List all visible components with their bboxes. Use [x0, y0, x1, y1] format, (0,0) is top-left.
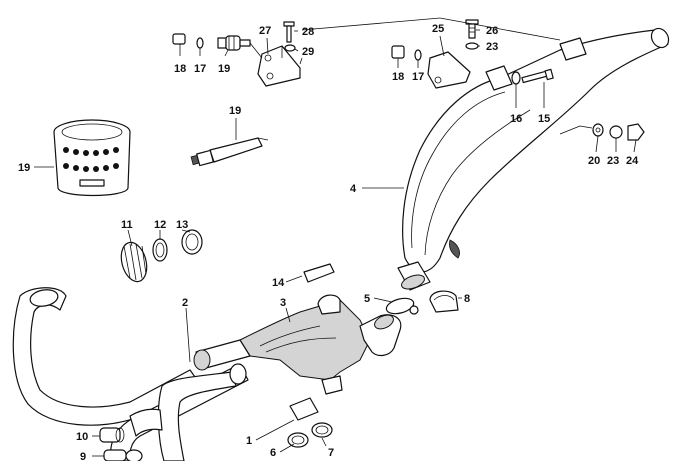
- clamp-8: [429, 290, 459, 313]
- callout-2: 2: [182, 297, 188, 309]
- callout-18a: 18: [174, 63, 186, 75]
- callout-20: 19: [18, 162, 30, 174]
- callout-7: 7: [328, 447, 334, 459]
- callout-labels: 18 17 19 27 28 29 25 26 23 18 17 16 15 2…: [18, 23, 639, 461]
- nut-washer-set: [592, 123, 645, 141]
- bracket-assembly-left: [172, 21, 301, 87]
- callout-28: 28: [302, 26, 314, 38]
- callout-26: 26: [486, 25, 498, 37]
- bolt-15: [521, 68, 554, 84]
- callout-22: 20: [588, 155, 600, 167]
- callout-13: 13: [176, 219, 188, 231]
- callout-29: 29: [302, 46, 314, 58]
- pipe-sleeve: [287, 397, 333, 448]
- callout-17b: 17: [412, 71, 424, 83]
- callout-21: 19: [218, 63, 230, 75]
- header-pipes: [12, 287, 249, 461]
- leader-lines: [34, 17, 637, 457]
- callout-9: 9: [80, 451, 86, 461]
- callout-23a: 23: [486, 41, 498, 53]
- callout-1: 1: [246, 435, 252, 447]
- collector-box: [193, 294, 402, 395]
- callout-12: 12: [154, 219, 166, 231]
- callout-11: 11: [121, 219, 133, 231]
- pad-14: [303, 263, 335, 283]
- callout-6: 6: [270, 447, 276, 459]
- callout-5: 5: [364, 293, 370, 305]
- callout-19: 19: [229, 105, 241, 117]
- callout-25: 25: [432, 23, 444, 35]
- washer-16: [511, 71, 521, 85]
- callout-10: 10: [76, 431, 88, 443]
- paste-tube: [190, 137, 269, 167]
- callout-27: 27: [259, 25, 271, 37]
- callout-23b: 23: [607, 155, 619, 167]
- callout-4: 4: [350, 183, 357, 195]
- callout-3: 3: [280, 297, 286, 309]
- drum-canister: [53, 119, 131, 197]
- clamp-5: [385, 297, 419, 315]
- callout-17a: 17: [194, 63, 206, 75]
- callout-16: 16: [510, 113, 522, 125]
- callout-24: 24: [626, 155, 639, 167]
- callout-15: 15: [538, 113, 550, 125]
- callout-8: 8: [464, 293, 470, 305]
- callout-18b: 18: [392, 71, 404, 83]
- callout-14: 14: [272, 277, 285, 289]
- gasket-rings: [120, 229, 203, 283]
